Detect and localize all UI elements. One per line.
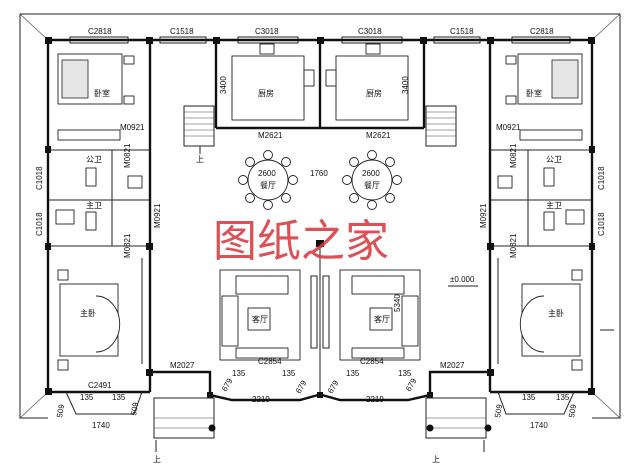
master-bedroom-left: 主卧 C2491 M2027 <box>57 258 195 390</box>
door-label-m2027-left: M2027 <box>170 361 195 370</box>
dim-label-5340: 5340 <box>393 294 402 312</box>
room-label-dining-left: 餐厅 <box>260 181 276 190</box>
entry-steps-left: 上 <box>153 397 216 464</box>
master-bedroom-right: 主卧 ±0.000 M2027 <box>440 258 583 371</box>
dim-label-679-b: 679 <box>294 378 309 395</box>
window-label-c1518-right: C1518 <box>450 27 474 36</box>
dim-label-679-d: 679 <box>404 376 419 393</box>
entry-steps-right: 上 <box>425 397 492 464</box>
room-label-bath-right: 公卫 <box>546 155 562 164</box>
level-label: ±0.000 <box>450 275 475 284</box>
dim-label-2219-left: 2219 <box>252 395 270 404</box>
dim-label-509-d: 509 <box>567 403 578 418</box>
kitchen-left: 厨房 3400 <box>219 43 315 121</box>
top-windows <box>69 36 571 44</box>
window-label-c1518-left: C1518 <box>170 27 194 36</box>
interior-walls <box>48 40 592 392</box>
dining-table-right: 2600 餐厅 <box>342 150 402 210</box>
room-label-bedroom-right: 卧室 <box>526 88 542 98</box>
structural-columns <box>45 37 595 398</box>
bay-dimensions: 135 135 135 135 679 679 679 679 2219 221… <box>80 369 570 404</box>
door-label-m0821-right-upper: M0821 <box>509 143 518 168</box>
window-label-c2854-right: C2854 <box>360 357 384 366</box>
stair-up-label-left: 上 <box>196 155 204 164</box>
bedroom-right: 卧室 M0921 <box>496 53 583 141</box>
dim-label-2600-right: 2600 <box>362 169 380 178</box>
watermark-text: 图纸之家 <box>213 216 389 267</box>
bath-right-upper: 公卫 M0821 C1018 <box>497 143 606 190</box>
top-window-labels: C2818 C1518 C3018 C3018 C1518 C2818 <box>88 27 554 36</box>
dim-label-135-e: 135 <box>80 393 94 402</box>
stair-up-label-front-right: 上 <box>432 455 440 464</box>
dim-label-509-c: 509 <box>493 403 504 418</box>
dim-label-135-f: 135 <box>112 393 126 402</box>
window-label-c1018-left-lower: C1018 <box>35 212 44 236</box>
window-label-c1018-right-lower: C1018 <box>597 212 606 236</box>
stair-right <box>425 105 457 147</box>
living-room-left: 客厅 C2854 <box>219 269 301 366</box>
living-room-right: 客厅 C2854 5340 <box>339 269 421 366</box>
dim-label-1740-right: 1740 <box>530 421 548 430</box>
dim-label-679-a: 679 <box>220 376 235 393</box>
dim-label-135-h: 135 <box>556 393 570 402</box>
bath-left-upper: 公卫 M0821 C1018 <box>35 143 143 190</box>
dim-label-135-a: 135 <box>232 369 246 378</box>
room-label-master-bath-left: 主卫 <box>86 200 102 210</box>
dim-label-509-a: 509 <box>55 403 66 418</box>
door-label-m2621-right: M2621 <box>366 131 391 140</box>
dim-label-3400-right: 3400 <box>401 76 410 94</box>
window-label-c2818-left: C2818 <box>88 27 112 36</box>
door-label-m0821-left-lower: M0821 <box>123 233 132 258</box>
room-label-master-bath-right: 主卫 <box>546 200 562 210</box>
window-label-c2818-right: C2818 <box>530 27 554 36</box>
room-label-dining-right: 餐厅 <box>364 181 380 190</box>
dim-label-135-d: 135 <box>398 369 412 378</box>
dim-label-3400-left: 3400 <box>219 76 228 94</box>
dim-label-1740-left: 1740 <box>92 421 110 430</box>
bath-left-lower: 主卫 M0821 M0921 C1018 <box>35 200 162 258</box>
front-bay-left: 509 509 1740 <box>55 391 143 430</box>
room-label-kitchen-left: 厨房 <box>258 88 274 98</box>
door-label-m0821-right-lower: M0821 <box>509 233 518 258</box>
door-label-m2027-right: M2027 <box>440 361 465 370</box>
door-label-m0921-left: M0921 <box>120 123 145 132</box>
stair-left: 上 <box>183 105 215 164</box>
bedroom-left: 卧室 M0921 <box>57 53 145 141</box>
window-label-c1018-left-upper: C1018 <box>35 166 44 190</box>
center-partition <box>310 275 330 349</box>
dim-label-135-g: 135 <box>522 393 536 402</box>
front-bay-right: 509 509 1740 <box>493 391 578 430</box>
dim-label-2600-left: 2600 <box>258 169 276 178</box>
door-label-m0921-left-side: M0921 <box>153 203 162 228</box>
dim-label-679-c: 679 <box>326 378 341 395</box>
room-label-living-left: 客厅 <box>252 314 268 324</box>
dining-table-left: 2600 餐厅 <box>238 150 298 210</box>
bath-right-lower: 主卫 M0821 M0921 C1018 <box>479 200 606 258</box>
window-label-c2854-left: C2854 <box>258 357 282 366</box>
dim-label-135-c: 135 <box>346 369 360 378</box>
dim-label-1760: 1760 <box>310 169 328 178</box>
window-label-c3018-right: C3018 <box>358 27 382 36</box>
window-label-c1018-right-upper: C1018 <box>597 166 606 190</box>
stair-up-label-front-left: 上 <box>153 455 161 464</box>
roof-outline <box>19 13 621 419</box>
dim-label-2219-right: 2219 <box>366 395 384 404</box>
room-label-kitchen-right: 厨房 <box>366 88 382 98</box>
room-label-living-right: 客厅 <box>374 314 390 324</box>
room-label-bedroom-left: 卧室 <box>94 88 110 98</box>
door-label-m0921-right-side: M0921 <box>479 203 488 228</box>
window-label-c2491: C2491 <box>88 381 112 390</box>
kitchen-right: 厨房 3400 <box>325 43 410 121</box>
door-label-m0821-left-upper: M0821 <box>123 143 132 168</box>
room-label-bath-left: 公卫 <box>86 155 102 164</box>
room-label-master-bed-right: 主卧 <box>548 308 564 318</box>
dim-label-135-b: 135 <box>282 369 296 378</box>
window-label-c3018-left: C3018 <box>255 27 279 36</box>
dim-label-509-b: 509 <box>129 401 140 416</box>
room-label-master-bed-left: 主卧 <box>80 308 96 318</box>
door-label-m0921-right: M0921 <box>496 123 521 132</box>
door-label-m2621-left: M2621 <box>258 131 283 140</box>
